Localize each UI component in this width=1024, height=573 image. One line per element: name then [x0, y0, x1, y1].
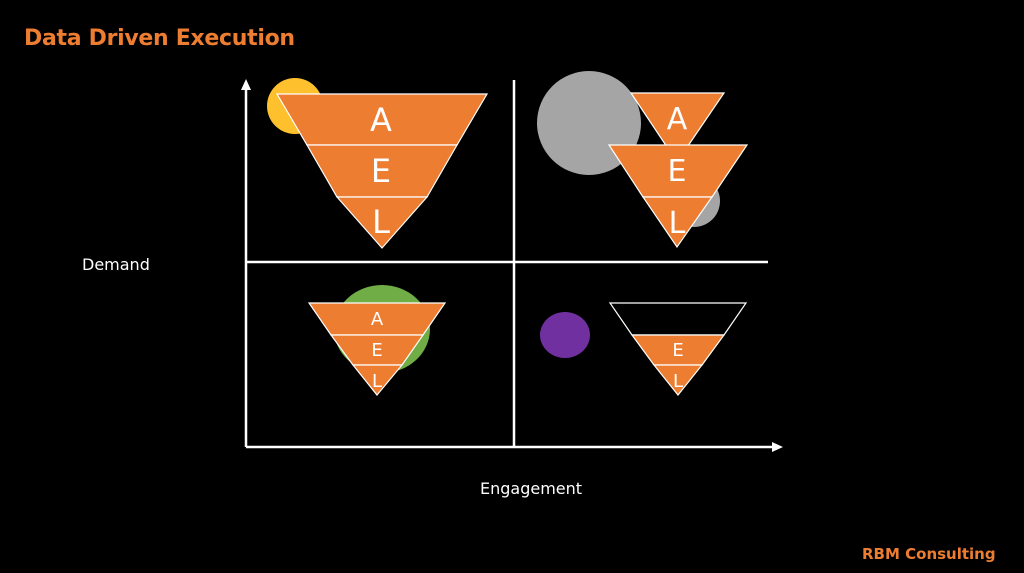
y-axis-arrow-icon — [241, 79, 251, 90]
brand-label: RBM Consulting — [862, 545, 996, 563]
purple-bubble — [540, 312, 590, 358]
letter-l: L — [669, 206, 686, 241]
funnel-band-l — [351, 364, 404, 396]
letter-l: L — [673, 371, 683, 392]
letter-e: E — [672, 340, 683, 361]
x-axis-arrow-icon — [772, 442, 783, 452]
funnel-band-l — [652, 364, 704, 396]
letter-a: A — [370, 101, 392, 139]
funnel-band-a — [629, 92, 726, 164]
letter-l: L — [372, 371, 382, 392]
x-axis-label: Engagement — [480, 479, 583, 498]
funnel-top-left: A E L — [275, 93, 489, 249]
letter-e: E — [371, 152, 391, 190]
letter-l: L — [372, 203, 390, 241]
funnel-band-l — [641, 196, 714, 249]
letter-e: E — [668, 154, 687, 189]
letter-a: A — [371, 309, 384, 330]
funnel-band-l — [335, 196, 429, 249]
y-axis-label: Demand — [82, 255, 150, 274]
letter-a: A — [667, 102, 688, 137]
letter-e: E — [371, 340, 382, 361]
funnel-bottom-left: A E L — [307, 302, 447, 396]
funnel-top-right: A E L — [607, 92, 749, 249]
axes — [244, 80, 778, 449]
funnel-band-empty — [608, 302, 748, 336]
slide-title: Data Driven Execution — [24, 26, 295, 51]
funnel-bottom-right: E L — [608, 302, 748, 396]
